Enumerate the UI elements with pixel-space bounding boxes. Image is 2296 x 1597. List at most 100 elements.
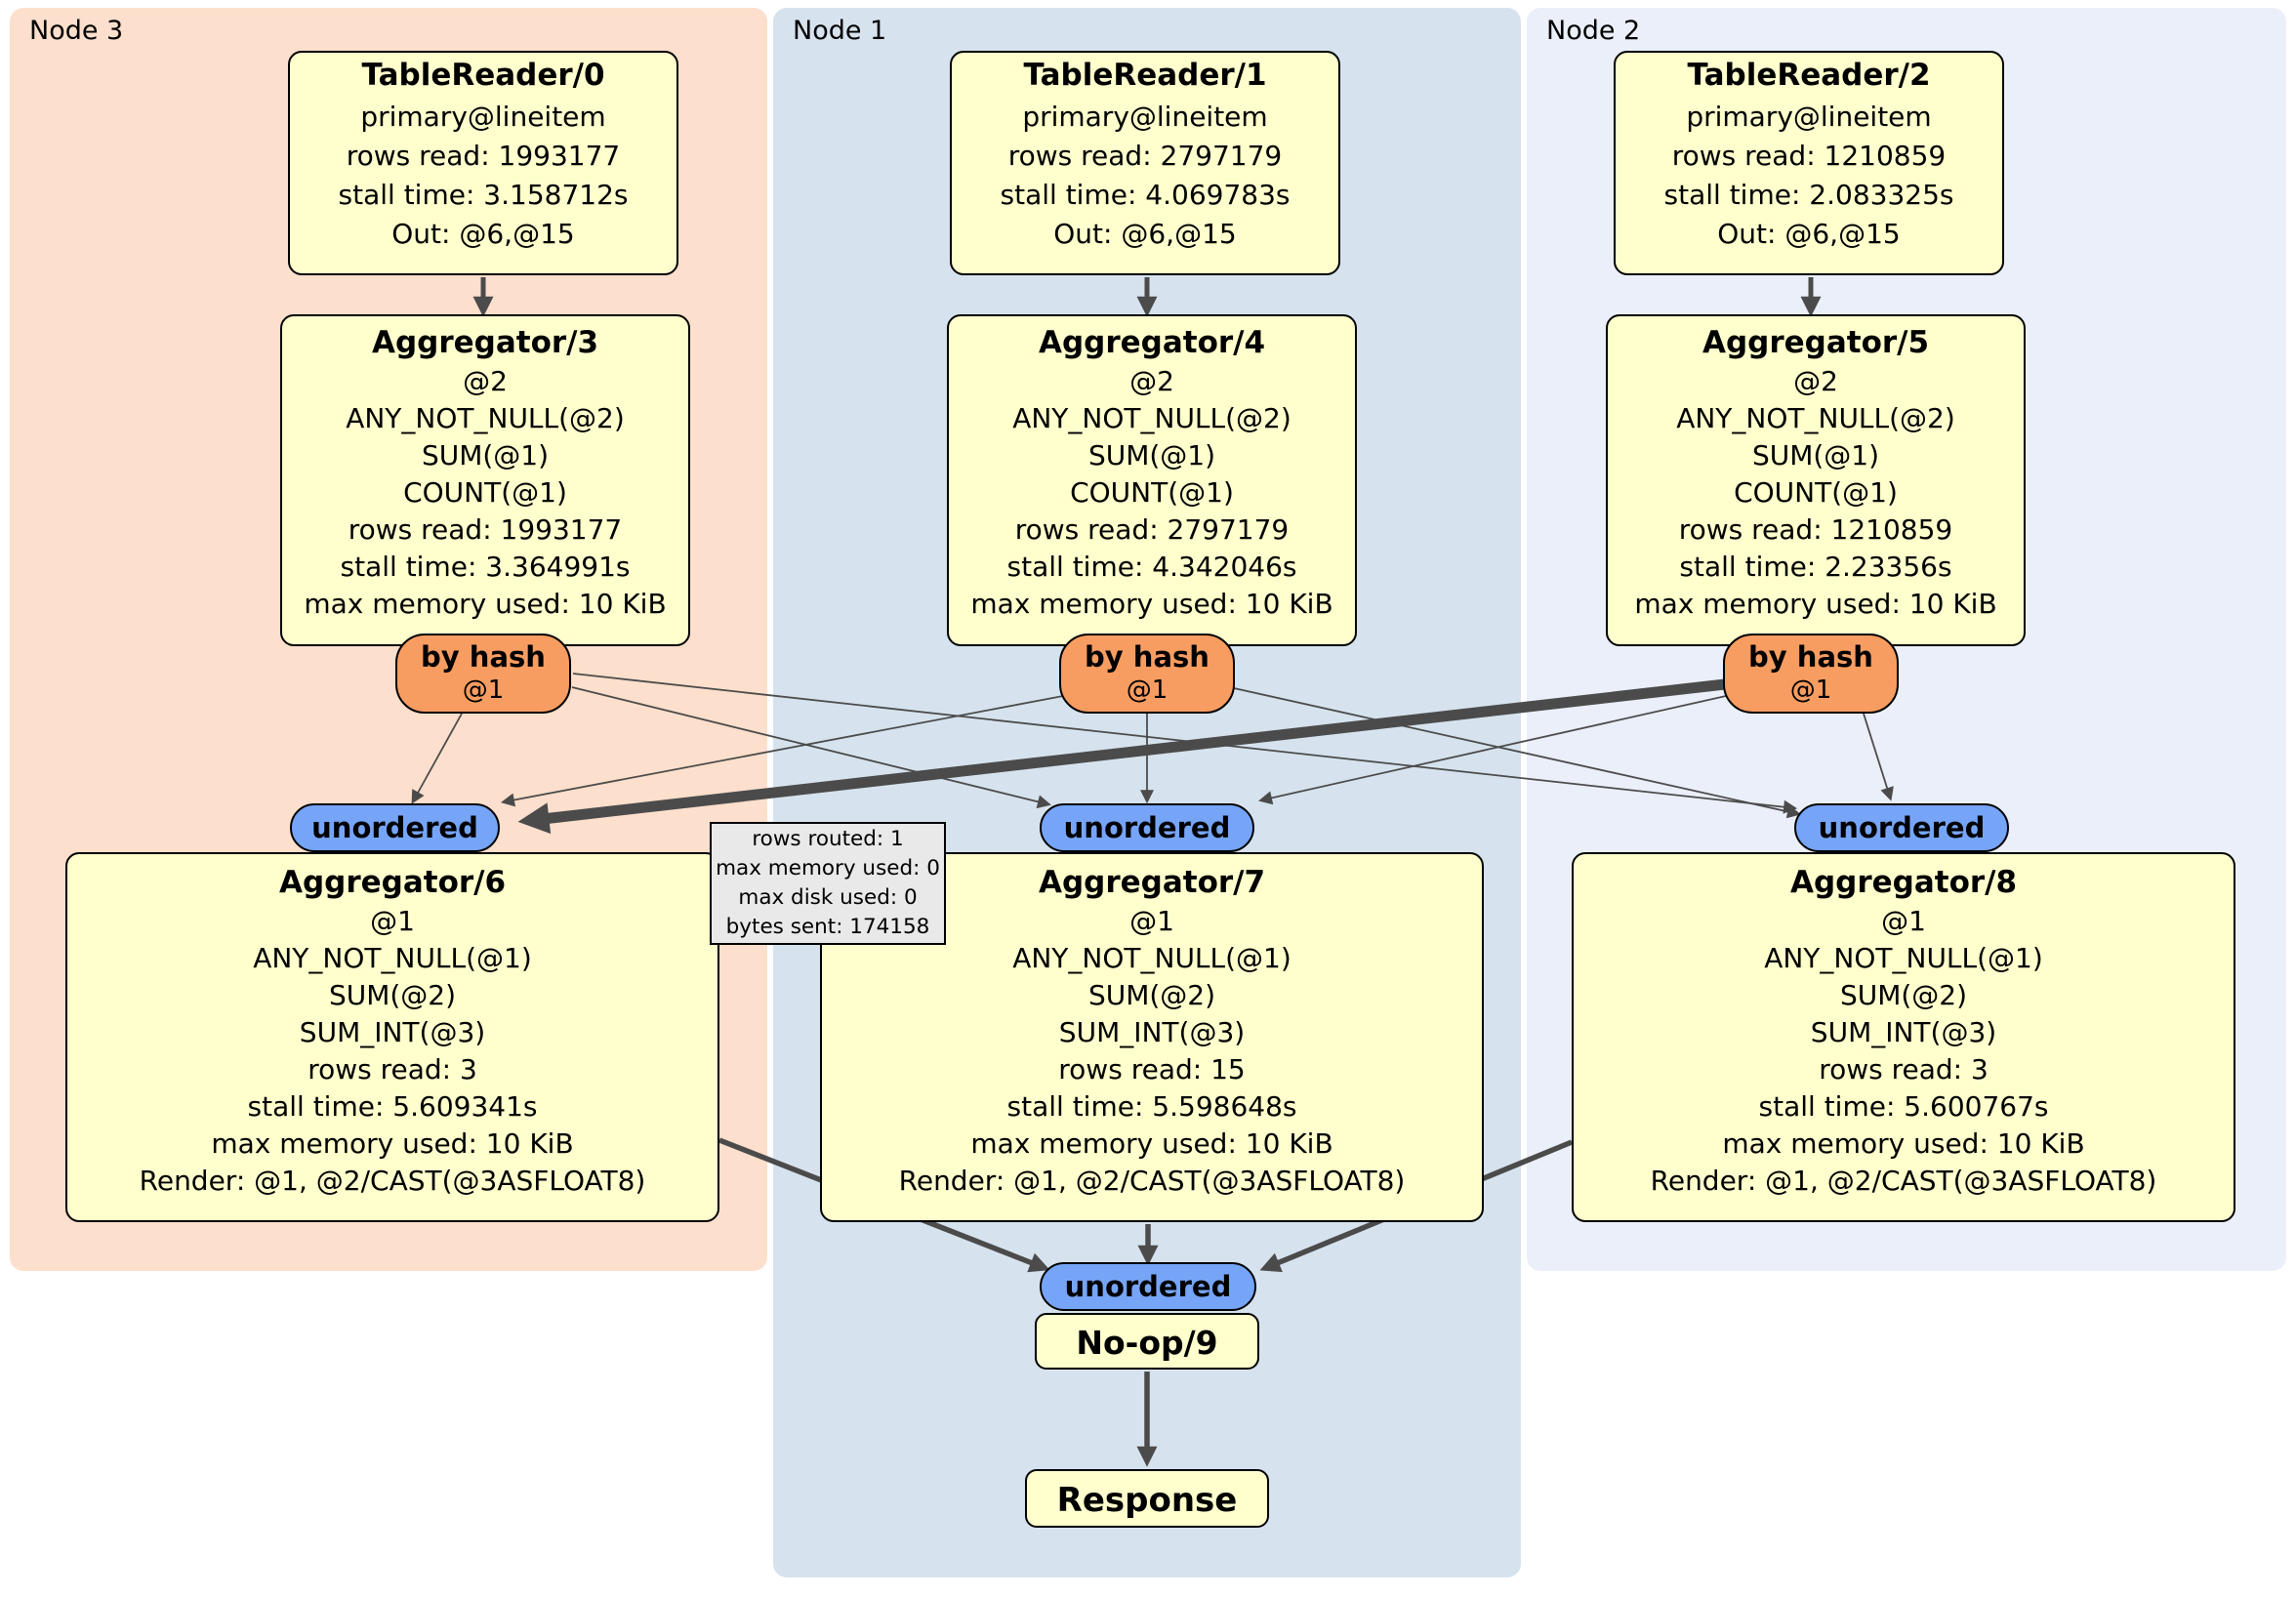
processor-detail: ANY_NOT_NULL(@1) bbox=[253, 942, 532, 974]
edge-byhash3-unordered3 bbox=[411, 713, 463, 804]
processor-detail: rows read: 2797179 bbox=[1014, 513, 1290, 546]
processor-title: Aggregator/7 bbox=[1038, 865, 1266, 900]
processor-aggregator-5[interactable]: Aggregator/5 @2 ANY_NOT_NULL(@2) SUM(@1)… bbox=[1606, 314, 2026, 646]
tooltip-line: max memory used: 0 bbox=[716, 856, 940, 880]
router-by-hash-node2[interactable]: by hash @1 bbox=[1723, 634, 1899, 714]
edge-byhash1-unordered2 bbox=[1233, 687, 1801, 819]
processor-detail: Out: @6,@15 bbox=[391, 218, 575, 250]
processor-detail: Out: @6,@15 bbox=[1717, 218, 1901, 250]
processor-detail: @1 bbox=[1881, 905, 1926, 937]
processor-title: TableReader/0 bbox=[361, 58, 605, 93]
processor-detail: Out: @6,@15 bbox=[1053, 218, 1237, 250]
processor-detail: SUM(@2) bbox=[1087, 979, 1216, 1011]
processor-detail: SUM(@1) bbox=[421, 439, 550, 471]
processor-detail: SUM(@1) bbox=[1087, 439, 1216, 471]
processor-tablereader-2[interactable]: TableReader/2 primary@lineitem rows read… bbox=[1614, 51, 2004, 275]
processor-detail: stall time: 5.598648s bbox=[1006, 1090, 1297, 1123]
processor-title: Aggregator/3 bbox=[371, 325, 599, 360]
router-by-hash-node1[interactable]: by hash @1 bbox=[1059, 634, 1235, 714]
processor-detail: ANY_NOT_NULL(@1) bbox=[1764, 942, 2043, 974]
router-label: by hash bbox=[421, 640, 546, 674]
processor-detail: primary@lineitem bbox=[1022, 101, 1268, 133]
processor-detail: Render: @1, @2/CAST(@3ASFLOAT8) bbox=[139, 1165, 646, 1197]
processor-title: Aggregator/5 bbox=[1702, 325, 1930, 360]
processor-detail: stall time: 2.23356s bbox=[1679, 551, 1952, 583]
processor-detail: rows read: 15 bbox=[1058, 1053, 1246, 1085]
processor-detail: COUNT(@1) bbox=[403, 476, 567, 509]
router-columns: @1 bbox=[462, 676, 505, 705]
processor-detail: stall time: 4.069783s bbox=[1000, 179, 1291, 211]
tooltip-line: max disk used: 0 bbox=[738, 885, 918, 910]
processor-tablereader-1[interactable]: TableReader/1 primary@lineitem rows read… bbox=[950, 51, 1340, 275]
tooltip-line: bytes sent: 174158 bbox=[725, 915, 930, 939]
processor-detail: rows read: 2797179 bbox=[1007, 140, 1283, 172]
processor-detail: rows read: 1993177 bbox=[348, 513, 623, 546]
edge-byhash3-unordered2 bbox=[572, 673, 1798, 814]
processor-noop-9[interactable]: No-op/9 bbox=[1035, 1313, 1259, 1370]
router-columns: @1 bbox=[1789, 676, 1832, 705]
processor-detail: stall time: 2.083325s bbox=[1663, 179, 1954, 211]
node-1-label: Node 1 bbox=[793, 16, 887, 46]
processor-title: TableReader/1 bbox=[1023, 58, 1267, 93]
processor-detail: ANY_NOT_NULL(@2) bbox=[1676, 402, 1955, 434]
processor-detail: @1 bbox=[1129, 905, 1174, 937]
processor-title: Aggregator/6 bbox=[278, 865, 507, 900]
node-3-label: Node 3 bbox=[29, 16, 124, 46]
processor-detail: stall time: 4.342046s bbox=[1006, 551, 1297, 583]
processor-detail: rows read: 1993177 bbox=[346, 140, 621, 172]
processor-tablereader-0[interactable]: TableReader/0 primary@lineitem rows read… bbox=[288, 51, 678, 275]
processor-title: Aggregator/4 bbox=[1038, 325, 1266, 360]
processor-detail: rows read: 3 bbox=[1819, 1053, 1988, 1085]
processor-detail: @2 bbox=[1793, 365, 1838, 397]
edge-byhash2-unordered3-highlighted[interactable] bbox=[517, 678, 1726, 835]
processor-detail: stall time: 3.158712s bbox=[338, 179, 629, 211]
processor-detail: max memory used: 10 KiB bbox=[211, 1127, 574, 1160]
processor-detail: stall time: 3.364991s bbox=[340, 551, 631, 583]
processor-detail: ANY_NOT_NULL(@1) bbox=[1012, 942, 1292, 974]
processor-detail: SUM_INT(@3) bbox=[299, 1016, 486, 1048]
edge-byhash2-unordered2 bbox=[1863, 713, 1894, 801]
processor-aggregator-4[interactable]: Aggregator/4 @2 ANY_NOT_NULL(@2) SUM(@1)… bbox=[947, 314, 1357, 646]
processor-aggregator-3[interactable]: Aggregator/3 @2 ANY_NOT_NULL(@2) SUM(@1)… bbox=[280, 314, 690, 646]
processor-detail: SUM(@2) bbox=[328, 979, 457, 1011]
tooltip-line: rows routed: 1 bbox=[752, 827, 904, 851]
stream-stats-tooltip: rows routed: 1 max memory used: 0 max di… bbox=[710, 822, 946, 945]
processor-detail: ANY_NOT_NULL(@2) bbox=[1012, 402, 1292, 434]
processor-aggregator-7[interactable]: Aggregator/7 @1 ANY_NOT_NULL(@1) SUM(@2)… bbox=[820, 852, 1484, 1222]
processor-detail: max memory used: 10 KiB bbox=[970, 588, 1333, 620]
processor-detail: stall time: 5.600767s bbox=[1758, 1090, 2049, 1123]
router-label: by hash bbox=[1748, 640, 1873, 674]
processor-detail: SUM(@2) bbox=[1839, 979, 1968, 1011]
processor-detail: primary@lineitem bbox=[1686, 101, 1932, 133]
processor-detail: Render: @1, @2/CAST(@3ASFLOAT8) bbox=[1650, 1165, 2157, 1197]
processor-detail: COUNT(@1) bbox=[1070, 476, 1234, 509]
processor-detail: Render: @1, @2/CAST(@3ASFLOAT8) bbox=[898, 1165, 1406, 1197]
processor-detail: max memory used: 10 KiB bbox=[1634, 588, 1997, 620]
router-columns: @1 bbox=[1126, 676, 1168, 705]
edge-byhash2-unordered1 bbox=[1258, 695, 1727, 805]
processor-detail: SUM(@1) bbox=[1751, 439, 1880, 471]
router-by-hash-node3[interactable]: by hash @1 bbox=[395, 634, 571, 714]
sync-unordered-node3[interactable]: unordered bbox=[290, 803, 500, 852]
node-2-label: Node 2 bbox=[1546, 16, 1641, 46]
sync-unordered-node2[interactable]: unordered bbox=[1794, 803, 2009, 852]
processor-detail: rows read: 3 bbox=[308, 1053, 477, 1085]
processor-detail: @1 bbox=[370, 905, 415, 937]
processor-detail: rows read: 1210859 bbox=[1678, 513, 1953, 546]
processor-detail: ANY_NOT_NULL(@2) bbox=[346, 402, 625, 434]
processor-detail: max memory used: 10 KiB bbox=[1722, 1127, 2085, 1160]
edge-byhash1-unordered3 bbox=[500, 695, 1064, 807]
processor-response[interactable]: Response bbox=[1025, 1469, 1269, 1528]
sync-unordered-node1[interactable]: unordered bbox=[1040, 803, 1254, 852]
processor-detail: COUNT(@1) bbox=[1734, 476, 1898, 509]
processor-detail: primary@lineitem bbox=[360, 101, 606, 133]
processor-detail: @2 bbox=[463, 365, 508, 397]
processor-aggregator-8[interactable]: Aggregator/8 @1 ANY_NOT_NULL(@1) SUM(@2)… bbox=[1572, 852, 2235, 1222]
processor-detail: @2 bbox=[1129, 365, 1174, 397]
processor-title: Aggregator/8 bbox=[1789, 865, 2018, 900]
sync-unordered-final[interactable]: unordered bbox=[1040, 1262, 1256, 1311]
processor-detail: SUM_INT(@3) bbox=[1058, 1016, 1246, 1048]
router-label: by hash bbox=[1085, 640, 1210, 674]
processor-aggregator-6[interactable]: Aggregator/6 @1 ANY_NOT_NULL(@1) SUM(@2)… bbox=[65, 852, 719, 1222]
